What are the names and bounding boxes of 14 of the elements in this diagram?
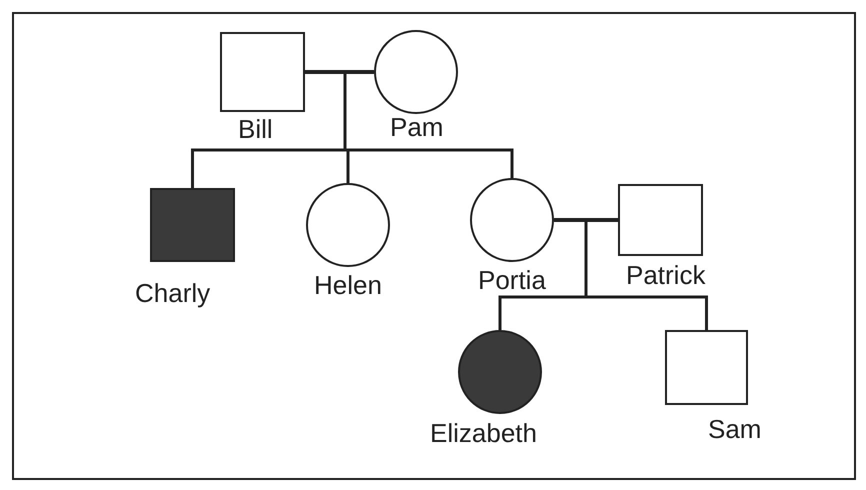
person-name: Elizabeth [430,420,537,446]
person-name: Sam [708,416,762,442]
filled-square-symbol [150,188,235,262]
marriage-line [305,70,374,74]
square-symbol [618,184,703,256]
person-name: Pam [390,114,444,140]
person-name: Bill [238,116,273,142]
marriage-line [554,218,618,222]
square-symbol [220,32,305,112]
person-name: Patrick [626,262,706,288]
person-name: Portia [478,267,546,293]
person-name: Helen [314,272,382,298]
square-symbol [665,330,748,405]
person-name: Charly [135,280,210,306]
